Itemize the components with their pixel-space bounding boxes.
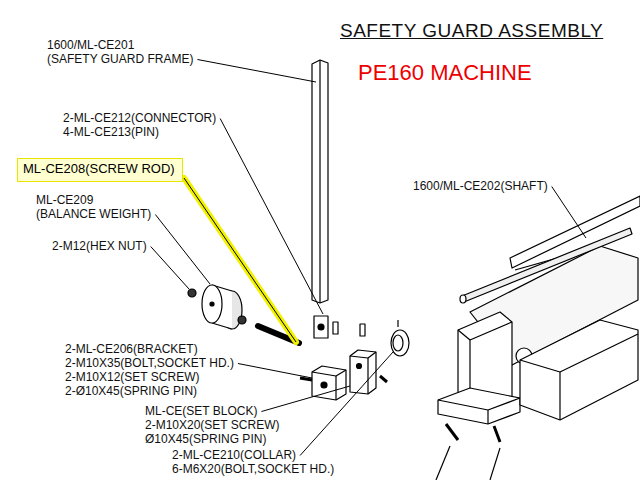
bolt	[494, 426, 500, 442]
leader-line	[220, 119, 323, 315]
part-label: 2-M10X12(SET SCREW)	[65, 370, 199, 385]
machine-edge	[438, 398, 520, 410]
machine-edge	[487, 410, 488, 424]
part-label: 2-ML-CE210(COLLAR)	[172, 448, 296, 463]
part-label: ML-CE208(SCREW ROD)	[23, 161, 177, 177]
leader-line	[197, 60, 316, 83]
leader-line	[300, 352, 393, 456]
bracket	[312, 366, 346, 400]
part-label: Ø10X45(SPRING PIN)	[145, 432, 266, 447]
hex-nut	[188, 289, 196, 297]
leader-line	[238, 364, 312, 379]
hex-nut	[238, 316, 246, 324]
part-label: 1600/ML-CE202(SHAFT)	[413, 179, 548, 194]
connector	[314, 316, 328, 338]
part-label: 2-ML-CE206(BRACKET)	[65, 342, 198, 357]
bracket-bolt	[300, 378, 312, 380]
machine-edge	[520, 360, 560, 372]
leader-line	[155, 215, 210, 285]
leader-line	[552, 187, 586, 239]
part-label: 6-M6X20(BOLT,SOCKET HD.)	[172, 462, 334, 477]
highlight-box: ML-CE208(SCREW ROD)	[17, 158, 183, 182]
leader-line	[490, 448, 500, 480]
machine-side	[520, 320, 638, 420]
leader-line	[151, 247, 189, 290]
bracket-edge	[312, 370, 346, 376]
balance-weight-edge	[212, 323, 232, 329]
leader-line	[184, 178, 296, 342]
leader-line	[436, 446, 450, 480]
set-block-edge	[367, 358, 368, 394]
part-label: (SAFETY GUARD FRAME)	[47, 52, 193, 67]
leader-line	[261, 386, 350, 412]
shaft	[462, 228, 632, 302]
part-label: 2-ML-CE212(CONNECTOR)	[63, 111, 216, 126]
part-label: 4-ML-CE213(PIN)	[63, 125, 159, 140]
collar-inner	[393, 335, 403, 351]
set-block	[350, 350, 376, 394]
guard-frame	[312, 60, 328, 303]
part-label: 2-M10X20(SET SCREW)	[145, 418, 279, 433]
part-label: 2-M10X35(BOLT,SOCKET HD.)	[65, 356, 234, 371]
machine-edge	[560, 334, 638, 372]
machine-name: PE160 MACHINE	[358, 60, 532, 85]
machine-edge	[470, 322, 512, 340]
bolt	[446, 424, 458, 440]
pin	[333, 322, 338, 334]
machine-base	[438, 388, 520, 424]
highlight-leader	[184, 178, 296, 342]
set-block-hole	[357, 364, 362, 369]
part-label: ML-CE(SET BLOCK)	[145, 404, 257, 419]
machine-edge	[458, 330, 470, 340]
part-label: 2-M12(HEX NUT)	[52, 239, 147, 254]
set-block-edge	[350, 352, 376, 358]
part-label: (BALANCE WEIGHT)	[36, 207, 151, 222]
bracket-edge	[335, 376, 336, 400]
part-label: 1600/ML-CE201	[47, 38, 134, 53]
collar	[391, 330, 409, 356]
connector-hole	[318, 324, 324, 330]
spring-pin	[380, 376, 387, 382]
collar-bolt	[397, 320, 398, 327]
bracket-hole	[321, 382, 327, 388]
pin	[360, 324, 365, 336]
part-label: ML-CE209	[36, 193, 93, 208]
title: SAFETY GUARD ASSEMBLY	[340, 20, 603, 42]
guard-frame-edge	[319, 60, 320, 303]
balance-weight-face	[202, 285, 222, 323]
balance-weight-hole	[210, 302, 214, 306]
machine-edge	[559, 372, 560, 420]
shaft-end	[460, 295, 466, 303]
part-label: 2-Ø10X45(SPRING PIN)	[65, 384, 197, 399]
